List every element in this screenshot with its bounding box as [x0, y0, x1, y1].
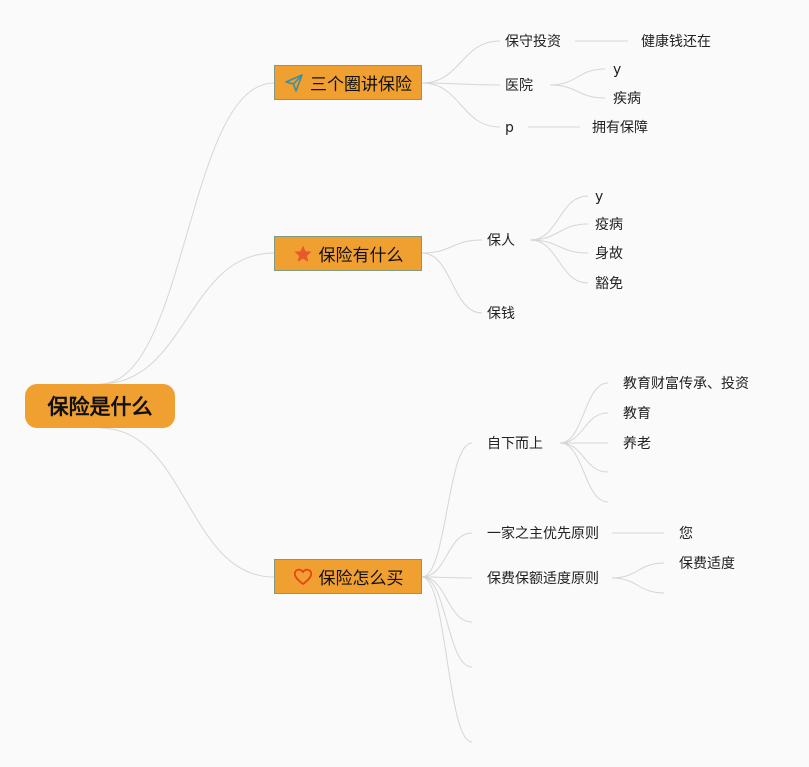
edge-branch-topic	[421, 442, 473, 578]
topic-have-protection[interactable]: 拥有保障	[592, 120, 648, 136]
edge-branch-topic	[421, 576, 473, 668]
edge-topic-subtopic	[611, 562, 665, 579]
topic-education[interactable]: 教育	[623, 406, 651, 422]
topic-education-wealth-inheritance[interactable]: 教育财富传承、投资	[623, 376, 749, 392]
topic-premium-moderate[interactable]: 保费适度	[679, 556, 735, 572]
star-icon	[293, 244, 313, 264]
branch-node-label: 保险怎么买	[318, 569, 404, 589]
topic-protect-person[interactable]: 保人	[487, 233, 515, 249]
edge-root-branch	[99, 252, 275, 385]
branch-node-how-to-buy[interactable]: 保险怎么买	[274, 559, 422, 594]
root-node-label: 保险是什么	[47, 395, 153, 419]
topic-disease[interactable]: 疾病	[613, 91, 641, 107]
edge-branch-topic	[421, 576, 473, 743]
branch-node-what-insurance-has[interactable]: 保险有什么	[274, 236, 422, 271]
heart-icon	[293, 567, 313, 587]
topic-conservative-investment[interactable]: 保守投资	[505, 34, 561, 50]
edge-topic-subtopic	[529, 239, 589, 284]
edge-topic-subtopic	[559, 382, 609, 444]
topic-retirement[interactable]: 养老	[623, 436, 651, 452]
topic-health-money-kept[interactable]: 健康钱还在	[641, 34, 711, 50]
branch-node-three-circles[interactable]: 三个圈讲保险	[274, 65, 422, 100]
edge-topic-subtopic	[529, 195, 589, 241]
root-node[interactable]: 保险是什么	[25, 384, 175, 428]
edge-branch-topic	[421, 239, 483, 254]
edge-topic-subtopic	[549, 68, 606, 86]
topic-p[interactable]: p	[505, 120, 514, 136]
edge-topic-subtopic	[559, 442, 609, 503]
topic-you[interactable]: 您	[679, 526, 693, 542]
topic-hospital[interactable]: 医院	[505, 78, 533, 94]
edge-topic-subtopic	[559, 442, 609, 473]
topic-y[interactable]: y	[613, 62, 622, 78]
edge-branch-topic	[421, 576, 473, 579]
edge-topic-subtopic	[529, 239, 589, 254]
edge-topic-subtopic	[549, 84, 606, 99]
topic-bottom-up[interactable]: 自下而上	[487, 436, 543, 452]
edge-root-branch	[99, 82, 275, 385]
topic-premium-coverage-moderate[interactable]: 保费保额适度原则	[487, 571, 599, 587]
branch-node-label: 三个圈讲保险	[310, 75, 412, 95]
edge-branch-topic	[421, 82, 501, 86]
topic-breadwinner-first[interactable]: 一家之主优先原则	[487, 526, 599, 542]
topic-protect-money[interactable]: 保钱	[487, 306, 515, 322]
topic-y[interactable]: y	[595, 189, 604, 205]
topic-epidemic[interactable]: 疫病	[595, 217, 623, 233]
edge-root-branch	[99, 427, 275, 578]
paper-plane-icon	[284, 73, 304, 93]
edge-branch-topic	[421, 252, 483, 314]
edge-branch-topic	[421, 40, 501, 84]
edge-branch-topic	[421, 532, 473, 578]
edge-branch-topic	[421, 82, 501, 128]
edge-topic-subtopic	[611, 577, 665, 594]
edge-branch-topic	[421, 576, 473, 623]
edge-topic-subtopic	[559, 412, 609, 444]
branch-node-label: 保险有什么	[318, 246, 404, 266]
edge-topic-subtopic	[529, 223, 589, 241]
topic-death[interactable]: 身故	[595, 246, 623, 262]
topic-waiver[interactable]: 豁免	[595, 276, 623, 292]
